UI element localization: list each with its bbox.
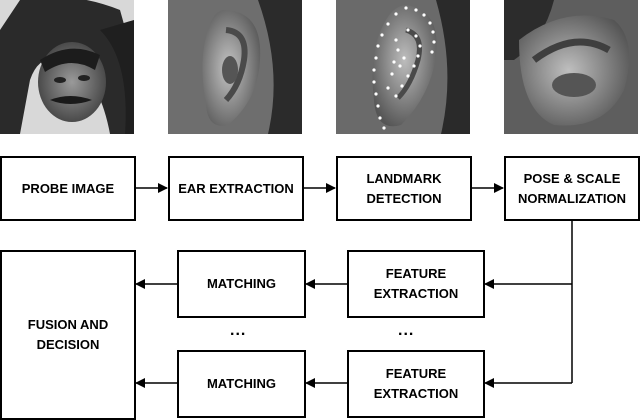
pose-scale-line-2: NORMALIZATION — [517, 190, 627, 206]
feature-extraction-label-2: FEATURE EXTRACTION — [374, 364, 459, 404]
ear-landmarks-photo — [336, 0, 470, 134]
ear-crop-photo — [168, 0, 302, 134]
fusion-decision-label: FUSION AND DECISION — [28, 315, 108, 355]
fusion-decision-box: FUSION AND DECISION — [0, 250, 136, 420]
pose-scale-label: POSE & SCALE NORMALIZATION — [518, 169, 626, 209]
matching-box-1: MATCHING — [177, 250, 306, 318]
fusion-line-1: FUSION AND — [27, 317, 109, 332]
feature-extraction-1-line-2: EXTRACTION — [373, 286, 459, 301]
pose-scale-normalization-box: POSE & SCALE NORMALIZATION — [504, 156, 640, 221]
probe-image-box: PROBE IMAGE — [0, 156, 136, 221]
ear-extraction-label: EAR EXTRACTION — [178, 180, 294, 196]
matching-box-2: MATCHING — [177, 350, 306, 418]
landmark-detection-line-1: LANDMARK — [366, 170, 442, 186]
feature-extraction-box-2: FEATURE EXTRACTION — [347, 350, 485, 418]
fusion-line-2: DECISION — [36, 337, 100, 352]
feature-extraction-label-1: FEATURE EXTRACTION — [374, 264, 459, 304]
probe-face-photo — [0, 0, 134, 134]
feature-extraction-2-line-1: FEATURE — [385, 366, 447, 381]
ear-extraction-box: EAR EXTRACTION — [168, 156, 304, 221]
feature-extraction-box-1: FEATURE EXTRACTION — [347, 250, 485, 318]
landmark-detection-line-2: DETECTION — [366, 190, 442, 206]
landmark-detection-label: LANDMARK DETECTION — [366, 169, 441, 209]
feature-extraction-1-line-1: FEATURE — [385, 266, 447, 281]
ellipsis-feature: ... — [398, 322, 415, 339]
ellipsis-matching: ... — [230, 322, 247, 339]
landmark-detection-box: LANDMARK DETECTION — [336, 156, 472, 221]
feature-extraction-2-line-2: EXTRACTION — [373, 386, 459, 401]
matching-label-1: MATCHING — [206, 276, 277, 291]
probe-image-label: PROBE IMAGE — [21, 180, 115, 196]
ear-normalized-photo — [504, 0, 638, 134]
matching-label-2: MATCHING — [206, 376, 277, 391]
pose-scale-line-1: POSE & SCALE — [523, 170, 621, 186]
